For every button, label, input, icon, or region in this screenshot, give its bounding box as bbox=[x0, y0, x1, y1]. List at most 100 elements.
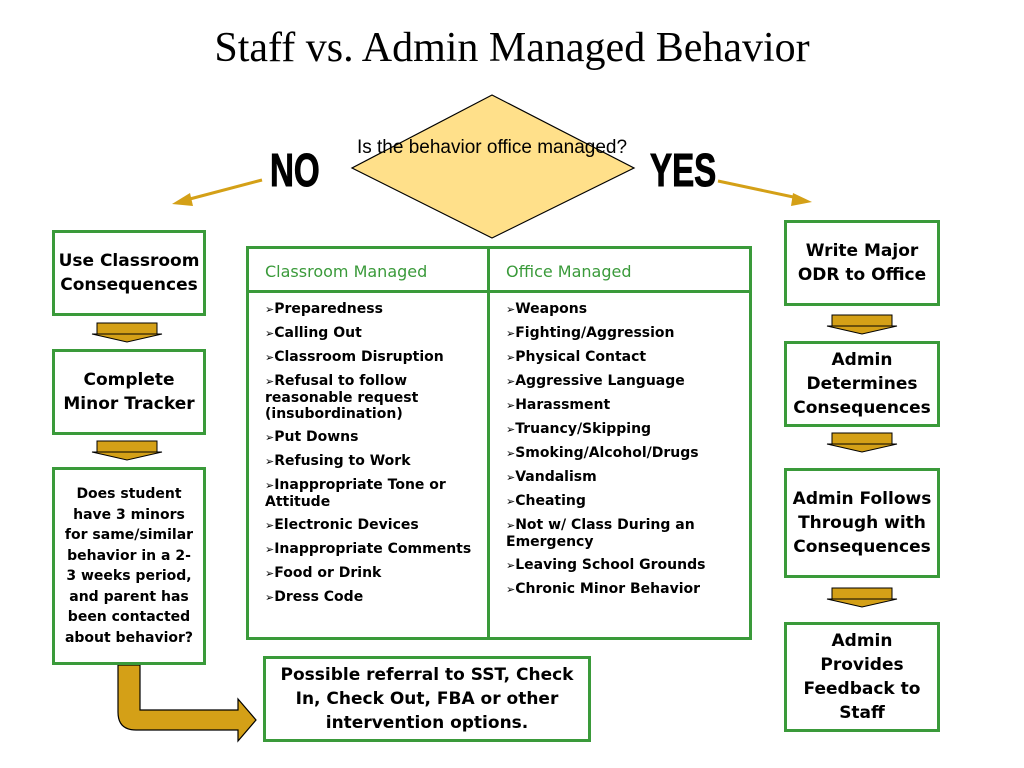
classroom-managed-header: Classroom Managed bbox=[265, 262, 428, 281]
column-divider bbox=[487, 249, 490, 637]
yes-arrow-head bbox=[791, 193, 812, 206]
right-down-arrow-2 bbox=[826, 432, 898, 453]
left-down-arrow-1 bbox=[91, 322, 163, 343]
classroom-item-text: Preparedness bbox=[274, 301, 383, 317]
arrow-bullet-icon: ➢ bbox=[265, 375, 275, 388]
office-item-text: Smoking/Alcohol/Drugs bbox=[515, 445, 699, 461]
box-text: Complete Minor Tracker bbox=[63, 370, 195, 414]
admin-follows-through-box: Admin Follows Through with Consequences bbox=[784, 468, 940, 578]
office-item: ➢Chronic Minor Behavior bbox=[506, 581, 746, 598]
arrow-bullet-icon: ➢ bbox=[265, 479, 275, 492]
arrow-bullet-icon: ➢ bbox=[265, 431, 275, 444]
yes-label: YES bbox=[650, 144, 717, 196]
box-text: Admin Determines Consequences bbox=[793, 350, 931, 418]
office-managed-header: Office Managed bbox=[506, 262, 632, 281]
arrow-bullet-icon: ➢ bbox=[265, 591, 275, 604]
arrow-bullet-icon: ➢ bbox=[265, 567, 275, 580]
office-item: ➢Leaving School Grounds bbox=[506, 557, 746, 574]
classroom-item-text: Inappropriate Comments bbox=[274, 541, 472, 557]
arrow-bullet-icon: ➢ bbox=[506, 559, 516, 572]
office-item: ➢Cheating bbox=[506, 493, 746, 510]
office-item: ➢Smoking/Alcohol/Drugs bbox=[506, 445, 746, 462]
minors-question-box: Does student have 3 minors for same/simi… bbox=[52, 467, 206, 665]
box-text: Does student have 3 minors for same/simi… bbox=[64, 486, 194, 646]
arrow-bullet-icon: ➢ bbox=[506, 303, 516, 316]
arrow-bullet-icon: ➢ bbox=[506, 519, 516, 532]
office-item-text: Aggressive Language bbox=[515, 373, 685, 389]
arrow-bullet-icon: ➢ bbox=[265, 543, 275, 556]
classroom-item: ➢Electronic Devices bbox=[265, 517, 483, 534]
right-down-arrow-1 bbox=[826, 314, 898, 335]
classroom-item-text: Food or Drink bbox=[274, 565, 382, 581]
office-item: ➢Truancy/Skipping bbox=[506, 421, 746, 438]
office-item: ➢Fighting/Aggression bbox=[506, 325, 746, 342]
admin-provides-feedback-box: Admin Provides Feedback to Staff bbox=[784, 622, 940, 732]
arrow-bullet-icon: ➢ bbox=[265, 351, 275, 364]
office-item-text: Truancy/Skipping bbox=[515, 421, 652, 437]
box-text: Admin Follows Through with Consequences bbox=[792, 489, 932, 557]
classroom-item: ➢Dress Code bbox=[265, 589, 483, 606]
no-arrow-head bbox=[172, 193, 193, 206]
classroom-item-text: Put Downs bbox=[274, 429, 359, 445]
classroom-item-text: Refusal to follow reasonable request (in… bbox=[265, 373, 419, 422]
classroom-item: ➢Inappropriate Comments bbox=[265, 541, 483, 558]
classroom-item: ➢Refusing to Work bbox=[265, 453, 483, 470]
office-item-text: Harassment bbox=[515, 397, 611, 413]
arrow-bullet-icon: ➢ bbox=[506, 495, 516, 508]
classroom-item: ➢Calling Out bbox=[265, 325, 483, 342]
bent-arrow-to-referral bbox=[117, 664, 257, 743]
header-divider bbox=[249, 290, 749, 293]
classroom-item: ➢Put Downs bbox=[265, 429, 483, 446]
decision-diamond bbox=[350, 94, 636, 239]
classroom-item-text: Dress Code bbox=[274, 589, 364, 605]
arrow-bullet-icon: ➢ bbox=[506, 351, 516, 364]
office-item-text: Cheating bbox=[515, 493, 586, 509]
classroom-item-text: Electronic Devices bbox=[274, 517, 419, 533]
no-arrow bbox=[185, 178, 263, 202]
office-item-text: Leaving School Grounds bbox=[515, 557, 706, 573]
office-item-text: Physical Contact bbox=[515, 349, 647, 365]
classroom-item: ➢Classroom Disruption bbox=[265, 349, 483, 366]
arrow-bullet-icon: ➢ bbox=[506, 375, 516, 388]
arrow-bullet-icon: ➢ bbox=[506, 471, 516, 484]
arrow-bullet-icon: ➢ bbox=[265, 455, 275, 468]
classroom-item-text: Refusing to Work bbox=[274, 453, 411, 469]
yes-arrow bbox=[717, 179, 799, 200]
classroom-item-text: Inappropriate Tone or Attitude bbox=[265, 477, 446, 510]
right-down-arrow-3 bbox=[826, 587, 898, 608]
admin-determines-box: Admin Determines Consequences bbox=[784, 341, 940, 427]
classroom-managed-list: ➢Preparedness➢Calling Out➢Classroom Disr… bbox=[265, 294, 483, 606]
no-label: NO bbox=[270, 144, 320, 196]
box-text: Possible referral to SST, Check In, Chec… bbox=[280, 665, 574, 733]
office-item: ➢Not w/ Class During an Emergency bbox=[506, 517, 746, 550]
office-item-text: Weapons bbox=[515, 301, 588, 317]
classroom-item-text: Calling Out bbox=[274, 325, 362, 341]
behavior-table: Classroom Managed Office Managed ➢Prepar… bbox=[246, 246, 752, 640]
office-item: ➢Aggressive Language bbox=[506, 373, 746, 390]
office-item: ➢Harassment bbox=[506, 397, 746, 414]
box-text: Write Major ODR to Office bbox=[797, 241, 927, 285]
use-classroom-consequences-box: Use Classroom Consequences bbox=[52, 230, 206, 316]
left-down-arrow-2 bbox=[91, 440, 163, 461]
arrow-bullet-icon: ➢ bbox=[506, 399, 516, 412]
office-item-text: Vandalism bbox=[515, 469, 597, 485]
office-item-text: Not w/ Class During an Emergency bbox=[506, 517, 695, 550]
arrow-bullet-icon: ➢ bbox=[506, 447, 516, 460]
arrow-bullet-icon: ➢ bbox=[265, 303, 275, 316]
arrow-bullet-icon: ➢ bbox=[506, 583, 516, 596]
classroom-item: ➢Food or Drink bbox=[265, 565, 483, 582]
arrow-bullet-icon: ➢ bbox=[506, 327, 516, 340]
office-item: ➢Physical Contact bbox=[506, 349, 746, 366]
office-item-text: Fighting/Aggression bbox=[515, 325, 675, 341]
arrow-bullet-icon: ➢ bbox=[265, 519, 275, 532]
box-text: Use Classroom Consequences bbox=[58, 251, 200, 295]
office-item-text: Chronic Minor Behavior bbox=[515, 581, 701, 597]
classroom-item: ➢Preparedness bbox=[265, 301, 483, 318]
arrow-bullet-icon: ➢ bbox=[265, 327, 275, 340]
box-text: Admin Provides Feedback to Staff bbox=[803, 631, 921, 723]
referral-box: Possible referral to SST, Check In, Chec… bbox=[263, 656, 591, 742]
page-title: Staff vs. Admin Managed Behavior bbox=[214, 25, 810, 71]
office-managed-list: ➢Weapons➢Fighting/Aggression➢Physical Co… bbox=[506, 294, 746, 598]
classroom-item: ➢Refusal to follow reasonable request (i… bbox=[265, 373, 483, 422]
